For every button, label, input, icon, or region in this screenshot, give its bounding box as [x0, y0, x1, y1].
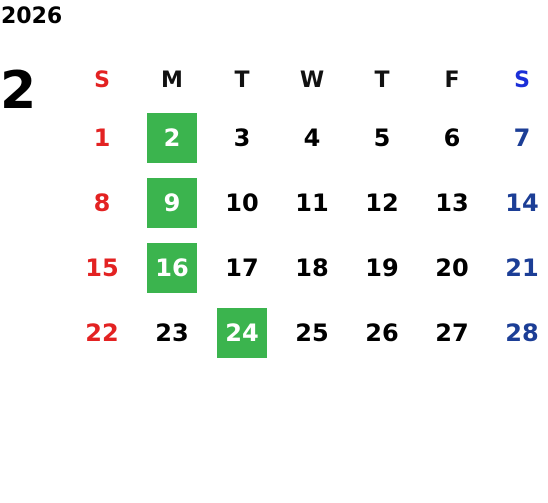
day-cell[interactable]: 4 — [277, 105, 347, 170]
day-cell[interactable]: 15 — [67, 235, 137, 300]
day-cell[interactable]: 19 — [347, 235, 417, 300]
month-label: 2 — [0, 61, 37, 121]
day-number: 6 — [443, 123, 461, 152]
weekday-header-thursday: T — [374, 67, 390, 93]
day-cell[interactable]: 5 — [347, 105, 417, 170]
day-cell[interactable]: 22 — [67, 300, 137, 365]
day-cell[interactable]: 9 — [137, 170, 207, 235]
day-number: 11 — [295, 188, 329, 217]
day-cell[interactable]: 8 — [67, 170, 137, 235]
day-number: 15 — [85, 253, 119, 282]
day-cell[interactable]: 6 — [417, 105, 487, 170]
day-cell[interactable]: 16 — [137, 235, 207, 300]
day-number: 12 — [365, 188, 399, 217]
year-label: 2026 — [1, 4, 63, 29]
day-cell[interactable]: 12 — [347, 170, 417, 235]
day-cell[interactable]: 21 — [487, 235, 548, 300]
weekday-header-sunday: S — [94, 67, 110, 93]
day-number: 26 — [365, 318, 399, 347]
day-cell[interactable]: 25 — [277, 300, 347, 365]
day-number: 3 — [233, 123, 251, 152]
day-number: 5 — [373, 123, 391, 152]
day-cell[interactable]: 11 — [277, 170, 347, 235]
day-cell[interactable]: 18 — [277, 235, 347, 300]
day-number: 23 — [155, 318, 189, 347]
day-number: 28 — [505, 318, 539, 347]
day-number: 20 — [435, 253, 469, 282]
day-cell[interactable]: 7 — [487, 105, 548, 170]
day-cell[interactable]: 3 — [207, 105, 277, 170]
day-number: 25 — [295, 318, 329, 347]
day-number: 10 — [225, 188, 259, 217]
weekday-header-friday: F — [444, 67, 460, 93]
day-number: 27 — [435, 318, 469, 347]
weekday-header-tuesday: T — [234, 67, 250, 93]
day-number: 9 — [147, 177, 197, 228]
day-cell[interactable]: 2 — [137, 105, 207, 170]
day-cell[interactable]: 24 — [207, 300, 277, 365]
day-number: 7 — [513, 123, 531, 152]
day-cell[interactable]: 17 — [207, 235, 277, 300]
day-cell[interactable]: 27 — [417, 300, 487, 365]
day-number: 1 — [93, 123, 111, 152]
day-number: 18 — [295, 253, 329, 282]
day-number: 22 — [85, 318, 119, 347]
day-number: 8 — [93, 188, 111, 217]
day-number: 21 — [505, 253, 539, 282]
day-number: 4 — [303, 123, 321, 152]
day-number: 2 — [147, 112, 197, 163]
day-cell[interactable]: 20 — [417, 235, 487, 300]
weekday-header-wednesday: W — [299, 67, 325, 93]
day-number: 13 — [435, 188, 469, 217]
day-number: 19 — [365, 253, 399, 282]
day-cell[interactable]: 10 — [207, 170, 277, 235]
day-number: 14 — [505, 188, 539, 217]
day-cell[interactable]: 23 — [137, 300, 207, 365]
day-cell[interactable]: 28 — [487, 300, 548, 365]
day-number: 24 — [217, 307, 267, 358]
calendar-grid: S M T W T F S 1 2 3 4 5 6 7 8 9 10 11 12… — [67, 55, 548, 430]
weekday-header-monday: M — [161, 67, 183, 93]
day-number: 16 — [147, 242, 197, 293]
day-cell[interactable]: 1 — [67, 105, 137, 170]
day-cell[interactable]: 26 — [347, 300, 417, 365]
day-number: 17 — [225, 253, 259, 282]
weekday-header-saturday: S — [514, 67, 530, 93]
day-cell[interactable]: 14 — [487, 170, 548, 235]
day-cell[interactable]: 13 — [417, 170, 487, 235]
